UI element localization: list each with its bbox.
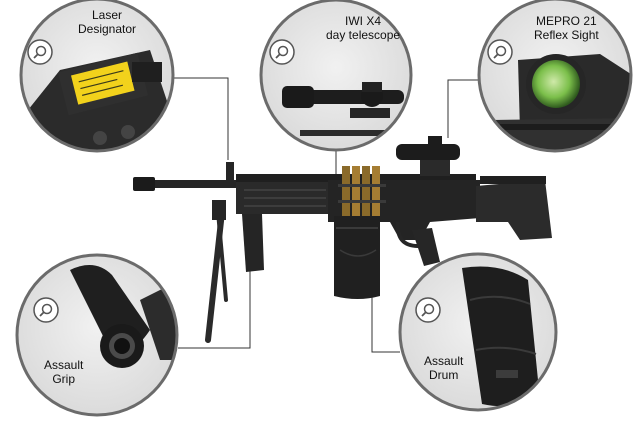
stock — [476, 180, 552, 240]
label-reflex-sight: MEPRO 21 Reflex Sight — [534, 14, 599, 42]
label-laser-line1: Laser — [92, 8, 123, 22]
callout-assault-grip — [15, 253, 179, 417]
front-sight-post — [226, 162, 234, 182]
callout-assault-drum — [398, 252, 558, 412]
magnifier-icon — [27, 39, 53, 65]
label-assault-drum: Assault Drum — [424, 354, 463, 382]
label-reflex-line2: Reflex Sight — [534, 28, 599, 42]
ammo-belt — [338, 166, 386, 218]
magnifier-icon — [33, 297, 59, 323]
label-laser-designator: Laser Designator — [78, 8, 136, 36]
magnifier-icon — [415, 297, 441, 323]
label-telescope-line1: IWI X4 — [345, 14, 382, 28]
leader-grip — [178, 258, 251, 349]
magnifier-icon — [487, 39, 513, 65]
vertical-fore-grip — [242, 214, 264, 272]
bipod — [205, 200, 228, 343]
label-assault-grip: Assault Grip — [44, 358, 83, 386]
leader-lines — [160, 77, 478, 353]
label-grip-line1: Assault — [44, 358, 84, 372]
flash-hider — [133, 177, 155, 191]
pistol-grip — [412, 228, 440, 266]
weapon — [133, 136, 552, 343]
label-drum-line1: Assault — [424, 354, 464, 368]
label-telescope-line2: day telescope — [326, 28, 401, 42]
callout-telescope — [259, 0, 413, 152]
leader-drum — [371, 292, 400, 353]
barrel — [136, 180, 241, 188]
label-telescope: IWI X4 day telescope — [326, 14, 400, 42]
label-grip-line2: Grip — [52, 372, 76, 386]
magnifier-icon — [269, 39, 295, 65]
callout-reflex-sight — [477, 0, 633, 153]
label-laser-line2: Designator — [78, 22, 137, 36]
ammo-drum — [334, 216, 380, 299]
mounted-sight — [396, 144, 460, 160]
leader-laser — [160, 77, 229, 160]
leader-reflex — [447, 79, 478, 138]
label-drum-line2: Drum — [429, 368, 459, 382]
label-reflex-line1: MEPRO 21 — [536, 14, 597, 28]
